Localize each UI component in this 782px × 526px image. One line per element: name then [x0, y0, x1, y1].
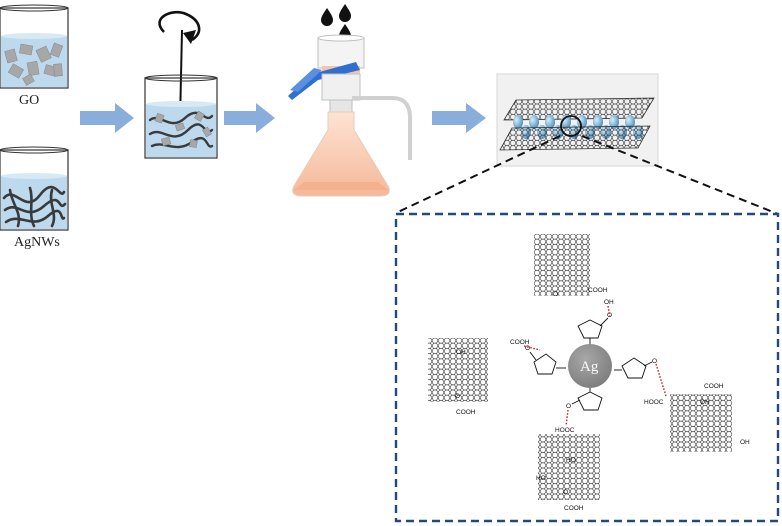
filtration-flask	[288, 34, 412, 197]
group-oh-right-bottom: OH	[740, 439, 750, 446]
mixing-beaker	[144, 74, 218, 159]
go-sheet-right	[670, 394, 732, 452]
go-sheet-top	[534, 234, 590, 296]
group-cooh-left-bottom: COOH	[456, 409, 476, 416]
hbond-top	[607, 305, 611, 319]
group-cooh-right: COOH	[704, 383, 724, 390]
process-arrow-2	[224, 103, 275, 133]
magnifier-icon	[560, 115, 582, 137]
go-label: GO	[19, 93, 39, 108]
molecular-interaction: COOH OH O COOH OH O COOH COOH HOOC OH OH…	[428, 234, 750, 512]
hbond-bottom	[565, 409, 569, 427]
group-oh-left: OH	[456, 349, 466, 356]
group-o-top: O	[553, 291, 558, 298]
pvp-o-left: O	[525, 345, 530, 352]
group-cooh-bottom: COOH	[564, 505, 584, 512]
process-arrow-1	[80, 103, 134, 133]
pvp-o-right: O	[652, 358, 657, 365]
group-ho-bottom-left: HO	[536, 475, 546, 482]
group-cooh-left: COOH	[510, 339, 530, 346]
group-hooc-bottom: HOOC	[555, 427, 575, 434]
zoom-line-right	[581, 135, 779, 215]
rotation-arrow-icon	[158, 11, 201, 44]
agnws-beaker	[0, 146, 69, 231]
ag-sphere	[568, 344, 612, 388]
go-sheet-bottom	[538, 434, 600, 500]
pvp-ring-right	[621, 357, 647, 379]
zoom-line-left	[397, 135, 561, 213]
pvp-ring-bottom	[577, 391, 603, 411]
pvp-ring-left	[533, 353, 557, 375]
agnws-label: AgNWs	[14, 235, 60, 250]
process-arrow-3	[432, 103, 486, 133]
hbond-left	[523, 345, 541, 351]
group-o-bottom: O	[563, 489, 568, 496]
go-sheet-left	[428, 338, 488, 402]
group-ho-bottom: HO	[566, 457, 576, 464]
hbond-right	[655, 363, 667, 397]
group-oh-top: OH	[604, 299, 614, 306]
go-beaker	[0, 4, 69, 89]
group-o-left: O	[455, 393, 460, 400]
group-hooc-right: HOOC	[644, 399, 664, 406]
pvp-o-bottom: O	[566, 403, 571, 410]
film-structure-panel	[496, 73, 659, 167]
group-cooh-top: COOH	[588, 287, 608, 294]
group-oh-right: OH	[700, 399, 710, 406]
pvp-ring-top	[577, 319, 603, 339]
ag-label: Ag	[580, 359, 599, 375]
